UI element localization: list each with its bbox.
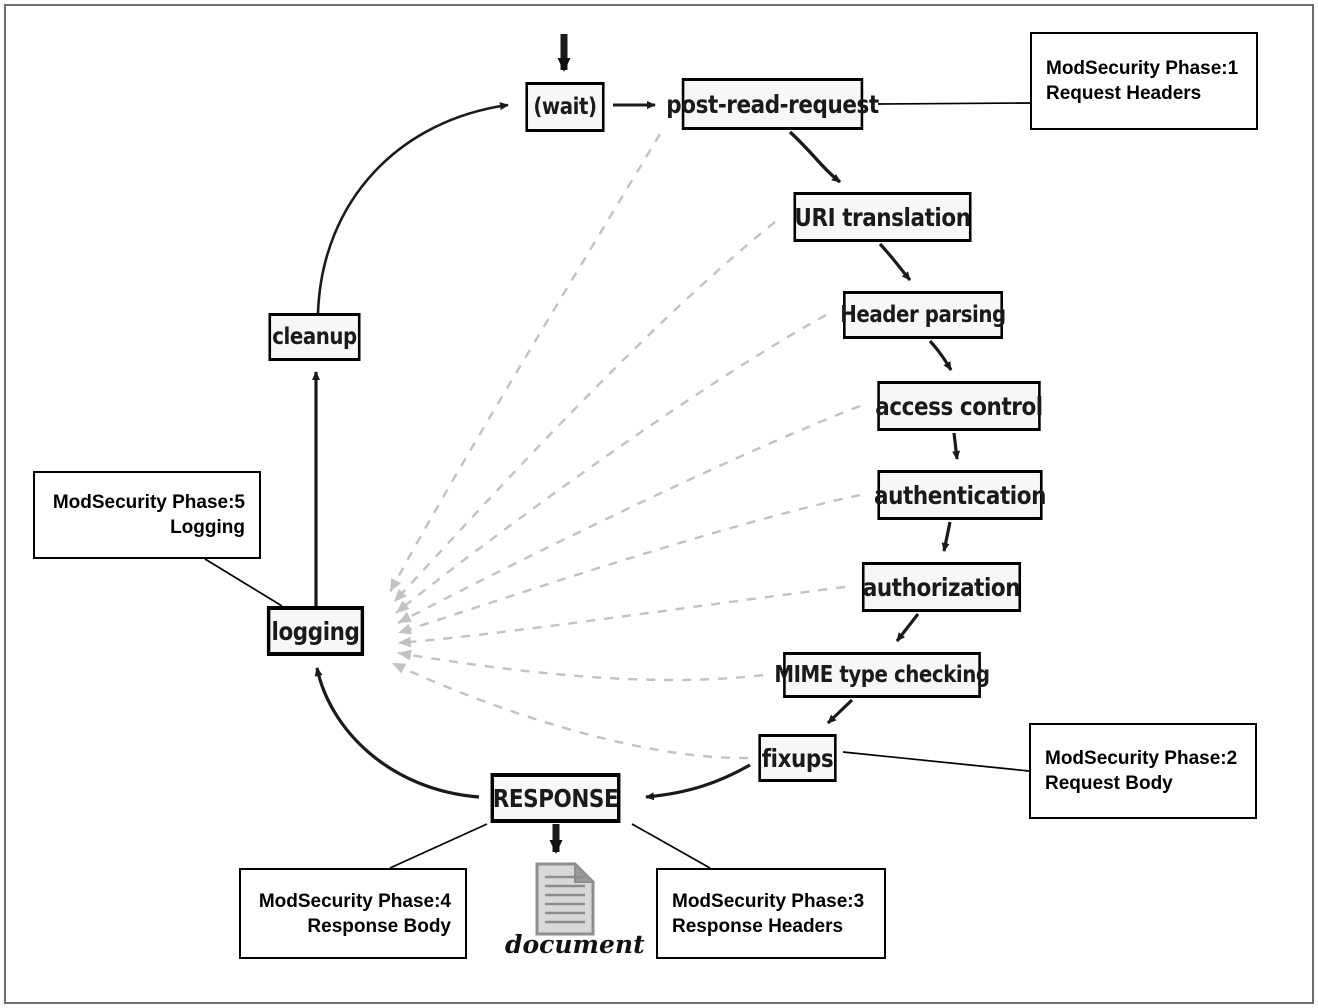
- note-phase-3-line-1: ModSecurity Phase:3: [672, 890, 865, 912]
- dashed-edge-post-read-request-to-logging: [388, 133, 662, 593]
- edge-response-to-logging: [314, 667, 480, 799]
- leader-phase2-to-fixups: [842, 751, 1030, 772]
- dashed-edge-fixups-to-logging: [391, 661, 749, 760]
- solid-flow-edges: [312, 34, 961, 854]
- node-logging-label: logging: [271, 616, 360, 646]
- dashed-edge-authentication-to-logging: [397, 493, 861, 635]
- edge-uri-translation-to-header-parsing: [878, 242, 912, 282]
- node-fixups-label: fixups: [761, 743, 834, 773]
- note-modsecurity-phase-1: ModSecurity Phase:1 Request Headers: [1030, 32, 1258, 130]
- leader-phase3-to-response: [631, 823, 711, 869]
- edge-authorization-to-mime-type-checking: [895, 613, 920, 642]
- dashed-logging-edges: [388, 133, 861, 760]
- edge-post-read-request-to-uri-translation: [788, 130, 842, 184]
- note-phase-1-line-1: ModSecurity Phase:1: [1046, 58, 1239, 79]
- node-access-control-label: access control: [875, 391, 1043, 421]
- node-cleanup[interactable]: cleanup: [268, 313, 361, 361]
- node-fixups[interactable]: fixups: [758, 734, 837, 782]
- leader-phase4-to-response: [389, 823, 488, 869]
- node-authorization-label: authorization: [862, 572, 1021, 602]
- node-post-read-request-label: post-read-request: [666, 89, 879, 119]
- node-uri-translation-label: URI translation: [794, 202, 971, 232]
- note-phase-2-line-2: Request Body: [1045, 773, 1173, 794]
- edge-mime-type-checking-to-fixups: [826, 698, 854, 725]
- document-page-icon: [535, 861, 596, 936]
- node-authorization[interactable]: authorization: [861, 562, 1022, 612]
- dashed-edge-access-control-to-logging: [397, 404, 861, 625]
- note-phase-5-line-1: ModSecurity Phase:5: [52, 492, 245, 513]
- note-phase-3-line-2: Response Headers: [672, 915, 844, 937]
- node-logging[interactable]: logging: [266, 606, 365, 656]
- edge-cleanup-to-wait: [316, 102, 509, 314]
- dashed-edge-uri-translation-to-logging: [393, 221, 776, 603]
- document-caption: document: [505, 930, 645, 959]
- note-phase-4-line-1: ModSecurity Phase:4: [258, 890, 451, 912]
- note-modsecurity-phase-5: ModSecurity Phase:5 Logging: [33, 471, 261, 559]
- diagram-frame-border: [4, 4, 1314, 1004]
- note-leader-lines: [204, 102, 1031, 869]
- node-uri-translation[interactable]: URI translation: [793, 192, 972, 242]
- leader-phase1-to-post-read-request: [877, 102, 1031, 105]
- node-mime-type-checking[interactable]: MIME type checking: [774, 652, 990, 698]
- node-post-read-request[interactable]: post-read-request: [666, 78, 879, 130]
- note-phase-2-line-1: ModSecurity Phase:2: [1045, 748, 1238, 769]
- node-authentication-label: authentication: [874, 480, 1046, 510]
- node-header-parsing-label: Header parsing: [840, 302, 1006, 328]
- node-response-label: RESPONSE: [492, 783, 619, 813]
- node-header-parsing[interactable]: Header parsing: [840, 291, 1006, 339]
- leader-phase5-to-logging: [204, 558, 283, 607]
- note-phase-1-line-2: Request Headers: [1046, 83, 1202, 104]
- node-response[interactable]: RESPONSE: [490, 773, 621, 823]
- node-cleanup-label: cleanup: [272, 324, 357, 350]
- edge-fixups-to-response: [645, 763, 751, 801]
- node-wait[interactable]: (wait): [525, 82, 605, 132]
- note-modsecurity-phase-4: ModSecurity Phase:4 Response Body: [239, 868, 467, 959]
- edge-authentication-to-authorization: [941, 521, 952, 552]
- dashed-edge-authorization-to-logging: [397, 585, 846, 648]
- dashed-edge-header-parsing-to-logging: [395, 313, 827, 614]
- note-phase-5-line-2: Logging: [170, 517, 245, 538]
- note-phase-4-line-2: Response Body: [307, 915, 451, 937]
- note-modsecurity-phase-3: ModSecurity Phase:3 Response Headers: [656, 868, 886, 959]
- edge-header-parsing-to-access-control: [928, 339, 953, 371]
- note-modsecurity-phase-2: ModSecurity Phase:2 Request Body: [1029, 723, 1257, 819]
- dashed-edge-mime-type-checking-to-logging: [397, 649, 764, 682]
- node-authentication[interactable]: authentication: [874, 470, 1046, 520]
- edge-access-control-to-authentication: [952, 432, 961, 460]
- node-wait-label: (wait): [533, 94, 597, 120]
- node-mime-type-checking-label: MIME type checking: [774, 662, 990, 688]
- node-access-control[interactable]: access control: [875, 381, 1043, 431]
